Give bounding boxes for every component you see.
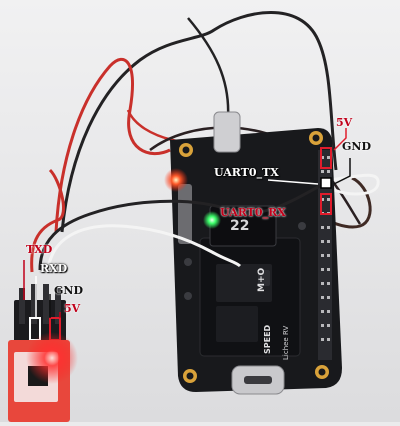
board-red-led — [164, 168, 188, 192]
uart0-tx-label: UART0_TX — [214, 166, 279, 179]
chip-digits: 22 — [230, 218, 249, 234]
adapter-txd-label: TXD — [26, 243, 53, 256]
board-tx-rx-pin-highlight — [320, 193, 332, 215]
board-gnd-label: GND — [342, 140, 371, 153]
black-wire-loop — [60, 11, 338, 233]
adapter-5v-label: 5V — [64, 302, 81, 315]
uart-tx-leader — [267, 179, 319, 185]
adapter-rxd-label: RXD — [40, 262, 68, 275]
uart0-rx-label: UART0_RX — [220, 206, 286, 219]
white-wire-right — [329, 173, 380, 196]
board-5v-label: 5V — [336, 116, 353, 129]
lichee-rv-board — [170, 111, 342, 395]
board-5v-leader — [333, 128, 347, 151]
red-wire-loop — [54, 57, 171, 233]
white-wire-rx — [46, 224, 242, 271]
board-gnd-leader — [333, 158, 351, 185]
board-model: Lichee RV — [282, 326, 290, 360]
adapter-gnd-label: GND — [54, 284, 83, 297]
usb-ttl-adapter — [8, 332, 78, 422]
board-gnd-pin-highlight — [320, 177, 332, 189]
board-5v-pin-highlight — [320, 147, 332, 169]
board-brand: SPEED — [263, 324, 272, 354]
black-wire-gnd — [38, 184, 321, 271]
adapter-led-glow — [26, 332, 78, 384]
board-module-mark: M+O — [257, 268, 267, 292]
red-wire-5v — [30, 168, 65, 273]
board-green-led — [203, 211, 221, 229]
